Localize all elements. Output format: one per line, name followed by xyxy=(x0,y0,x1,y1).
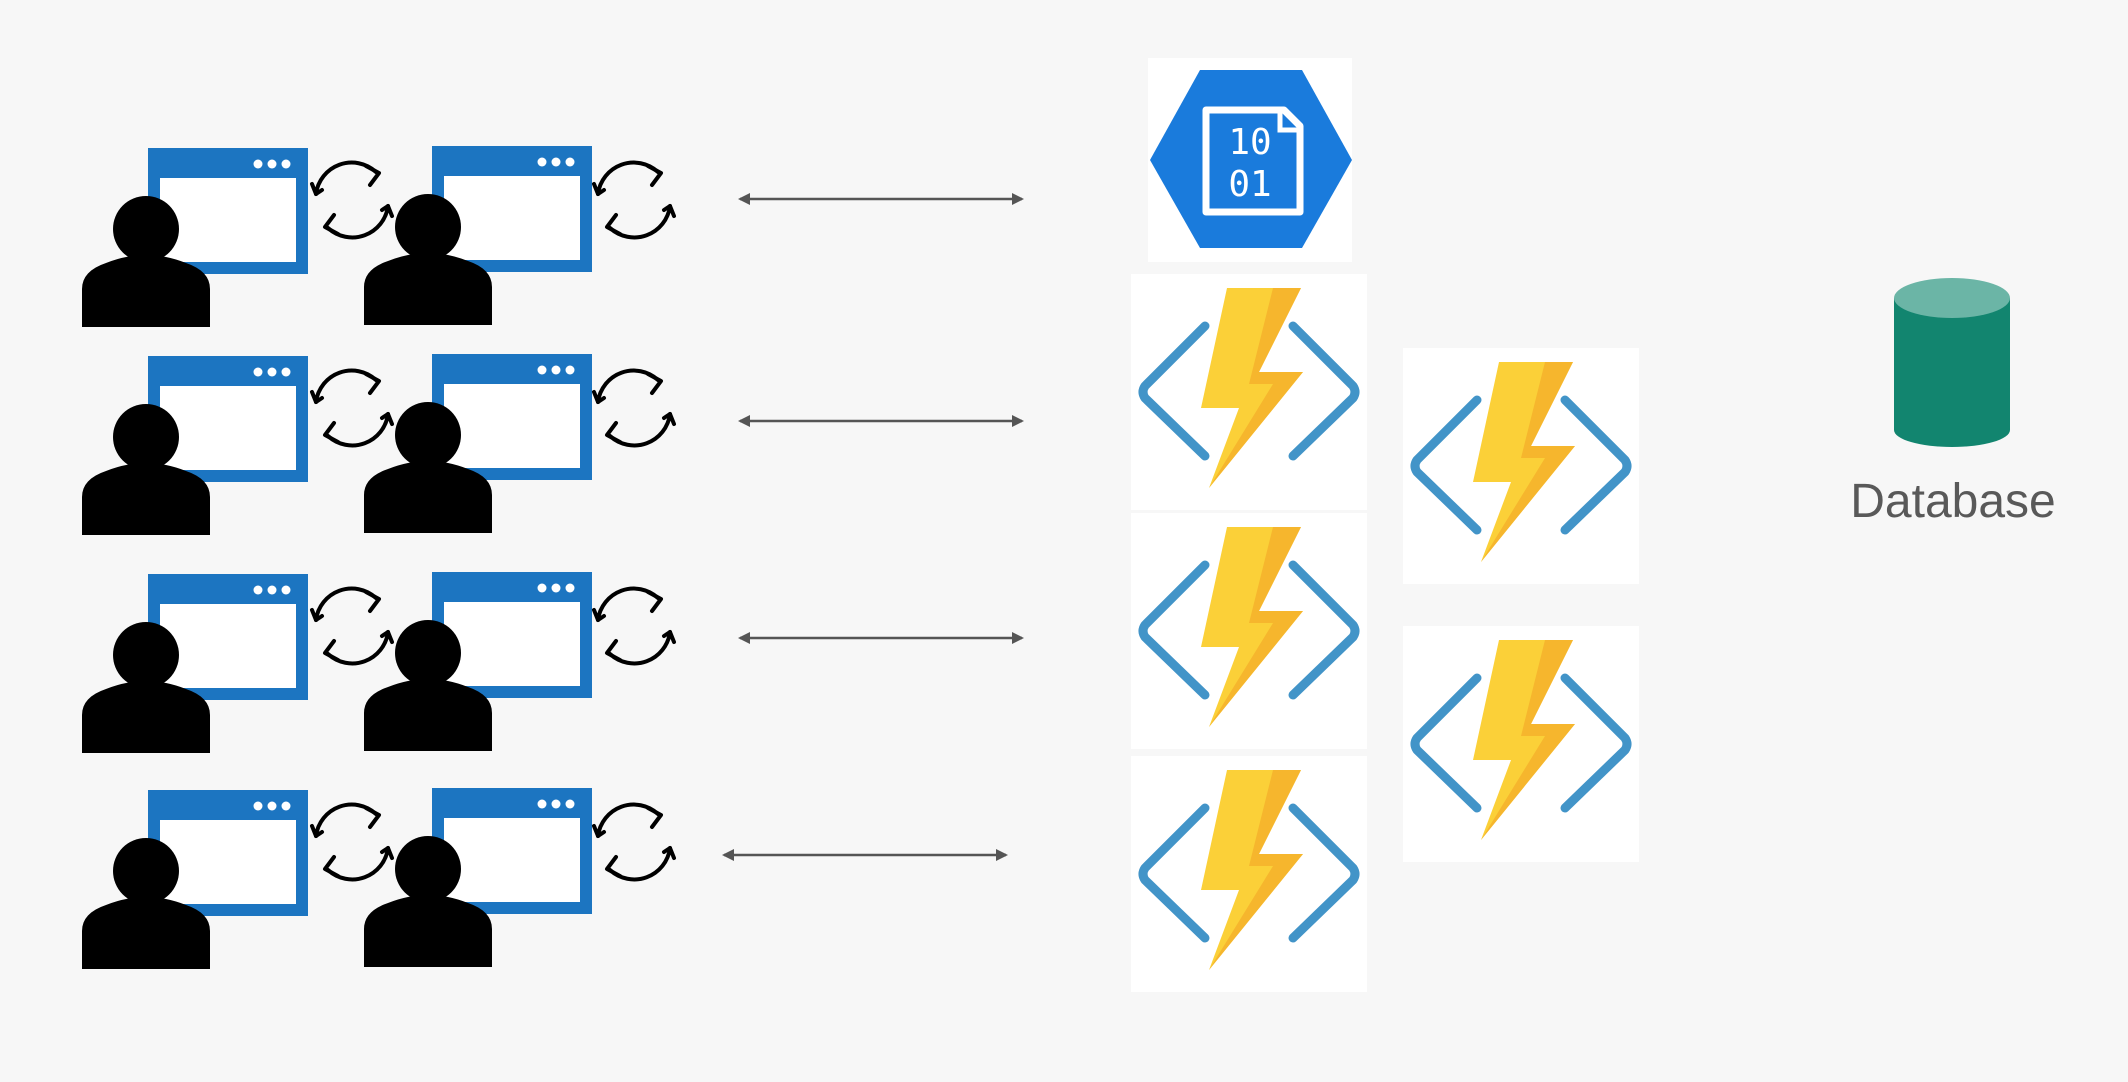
storage-bits-row2: 01 xyxy=(1228,164,1271,205)
azure-function-lightning-icon xyxy=(1131,513,1367,749)
client-row-1 xyxy=(82,146,676,327)
client-row-4 xyxy=(82,788,676,969)
sync-refresh-icon xyxy=(592,368,676,448)
database-cylinder-icon xyxy=(1894,278,2010,447)
sync-refresh-icon xyxy=(592,586,676,666)
browser-window-icon xyxy=(432,572,592,698)
sync-refresh-icon xyxy=(310,160,394,240)
browser-window-icon xyxy=(432,788,592,914)
sync-refresh-icon xyxy=(310,586,394,666)
azure-function-lightning-icon xyxy=(1403,348,1639,584)
blob-storage-hexagon-icon: 10 01 xyxy=(1148,58,1352,262)
database-label: Database xyxy=(1850,475,2055,528)
browser-window-icon xyxy=(432,146,592,272)
sync-refresh-icon xyxy=(310,802,394,882)
client-row-2 xyxy=(82,354,676,535)
client-row-3 xyxy=(82,572,676,753)
azure-function-lightning-icon xyxy=(1131,756,1367,992)
azure-function-lightning-icon xyxy=(1403,626,1639,862)
storage-bits-row1: 10 xyxy=(1228,122,1271,163)
sync-refresh-icon xyxy=(592,802,676,882)
browser-window-icon xyxy=(432,354,592,480)
sync-refresh-icon xyxy=(310,368,394,448)
azure-function-lightning-icon xyxy=(1131,274,1367,510)
sync-refresh-icon xyxy=(592,160,676,240)
